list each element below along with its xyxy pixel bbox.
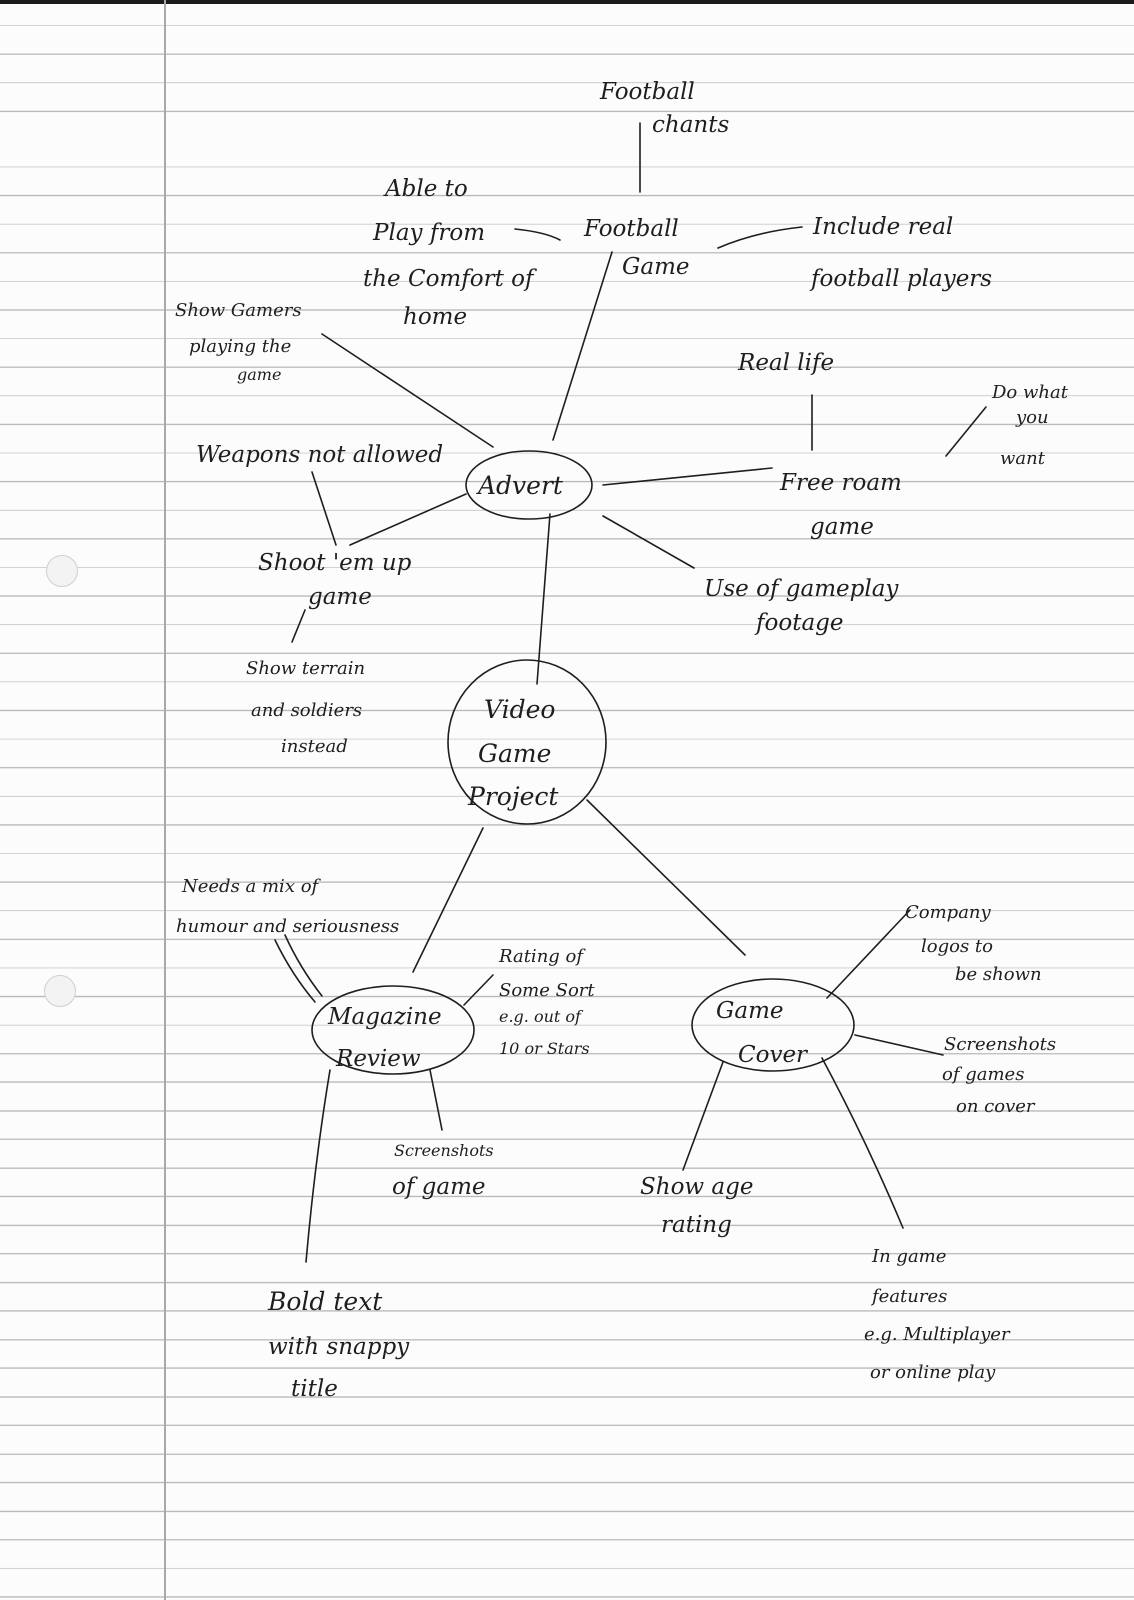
magazine-label-2: Review (335, 1046, 421, 1072)
gameplay-1: Use of gameplay (704, 576, 899, 602)
football-chants-2: chants (652, 112, 729, 138)
central-label-1: Video (484, 695, 555, 724)
line-weapons (311, 471, 337, 546)
real-life-note: Real life (737, 350, 834, 376)
central-node: Video Game Project (467, 695, 559, 811)
features-4: or online play (870, 1362, 996, 1383)
comfort-2: Play from (372, 220, 485, 246)
line-mix-a (274, 939, 316, 1003)
connectors (274, 122, 987, 1263)
line-mix-b (284, 934, 323, 997)
line-logos (826, 909, 911, 999)
scan-edge (0, 0, 1134, 4)
bold-2: with snappy (268, 1334, 410, 1360)
show-gamers-3: game (237, 365, 281, 384)
central-label-3: Project (467, 782, 559, 811)
line-free-roam (602, 467, 773, 486)
features-3: e.g. Multiplayer (864, 1324, 1011, 1345)
bold-3: title (291, 1376, 338, 1402)
gameplay-2: footage (754, 610, 844, 636)
punch-hole-lower (44, 975, 76, 1007)
cover-label-1: Game (716, 998, 784, 1024)
line-show-gamers (321, 333, 494, 448)
show-gamers-2: playing the (189, 336, 291, 357)
cover-branches: Company logos to be shown Screenshots of… (640, 902, 1056, 1383)
cover-node-outline (691, 978, 855, 1072)
features-2: features (870, 1286, 947, 1307)
comfort-1: Able to (383, 176, 468, 202)
real-players-2: football players (809, 266, 992, 292)
cover-screens-3: on cover (956, 1096, 1036, 1117)
cover-label-2: Cover (738, 1042, 809, 1068)
magazine-branches: Needs a mix of humour and seriousness Ra… (176, 876, 595, 1402)
logos-3: be shown (955, 964, 1042, 985)
mag-screens-1: Screenshots (394, 1141, 494, 1160)
football-game-2: Game (622, 254, 690, 280)
line-central-cover (586, 799, 746, 956)
terrain-1: Show terrain (246, 658, 365, 679)
rating-2: Some Sort (499, 980, 595, 1001)
logos-1: Company (905, 902, 992, 923)
line-terrain (291, 609, 306, 643)
do-what-2: you (1015, 407, 1049, 428)
real-players-1: Include real (812, 214, 953, 240)
mix-2: humour and seriousness (176, 916, 399, 937)
line-real-players (717, 226, 803, 249)
advert-label: Advert (476, 471, 564, 500)
mag-screens-2: of game (392, 1174, 486, 1200)
cover-node: Game Cover (716, 998, 809, 1068)
shoot-1: Shoot 'em up (258, 550, 412, 576)
free-roam-1: Free roam (779, 470, 902, 496)
comfort-4: home (403, 304, 467, 330)
terrain-2: and soldiers (251, 700, 362, 721)
central-label-2: Game (478, 739, 551, 768)
do-what-1: Do what (991, 382, 1069, 403)
free-roam-2: game (810, 514, 874, 540)
line-bold (305, 1069, 331, 1263)
do-what-3: want (1000, 448, 1046, 469)
line-features (821, 1057, 904, 1229)
line-cover-screens (854, 1034, 944, 1056)
bold-1: Bold text (267, 1287, 383, 1316)
line-advert-central (536, 513, 551, 685)
line-rating (463, 974, 494, 1006)
line-football-advert (552, 251, 613, 441)
margin-line (164, 0, 166, 1600)
football-chants-1: Football (599, 79, 695, 105)
football-game-1: Football (583, 216, 679, 242)
comfort-3: the Comfort of (363, 266, 537, 292)
line-central-magazine (412, 827, 484, 973)
terrain-3: instead (281, 736, 348, 757)
weapons-note: Weapons not allowed (196, 442, 443, 468)
line-mag-screens (429, 1069, 443, 1131)
rating-3: e.g. out of (499, 1007, 584, 1026)
cover-screens-1: Screenshots (944, 1034, 1056, 1055)
magazine-label-1: Magazine (327, 1004, 442, 1030)
rating-4: 10 or Stars (499, 1039, 590, 1058)
line-do-what (945, 406, 987, 457)
age-1: Show age (640, 1174, 753, 1200)
line-age (682, 1061, 724, 1171)
advert-node-outline (465, 450, 593, 520)
advert-branches: Football chants Football Game Able to Pl… (175, 79, 1069, 757)
line-gameplay (602, 515, 695, 569)
line-shoot (349, 493, 467, 546)
features-1: In game (871, 1246, 946, 1267)
rating-1: Rating of (498, 946, 586, 967)
magazine-node: Magazine Review (327, 1004, 442, 1072)
punch-hole-upper (46, 555, 78, 587)
central-node-outline (447, 659, 607, 825)
line-comfort (514, 228, 561, 241)
logos-2: logos to (921, 936, 993, 957)
cover-screens-2: of games (942, 1064, 1024, 1085)
age-2: rating (661, 1212, 732, 1238)
shoot-2: game (308, 584, 372, 610)
mix-1: Needs a mix of (181, 876, 322, 897)
show-gamers-1: Show Gamers (175, 300, 302, 321)
magazine-node-outline (311, 985, 475, 1075)
